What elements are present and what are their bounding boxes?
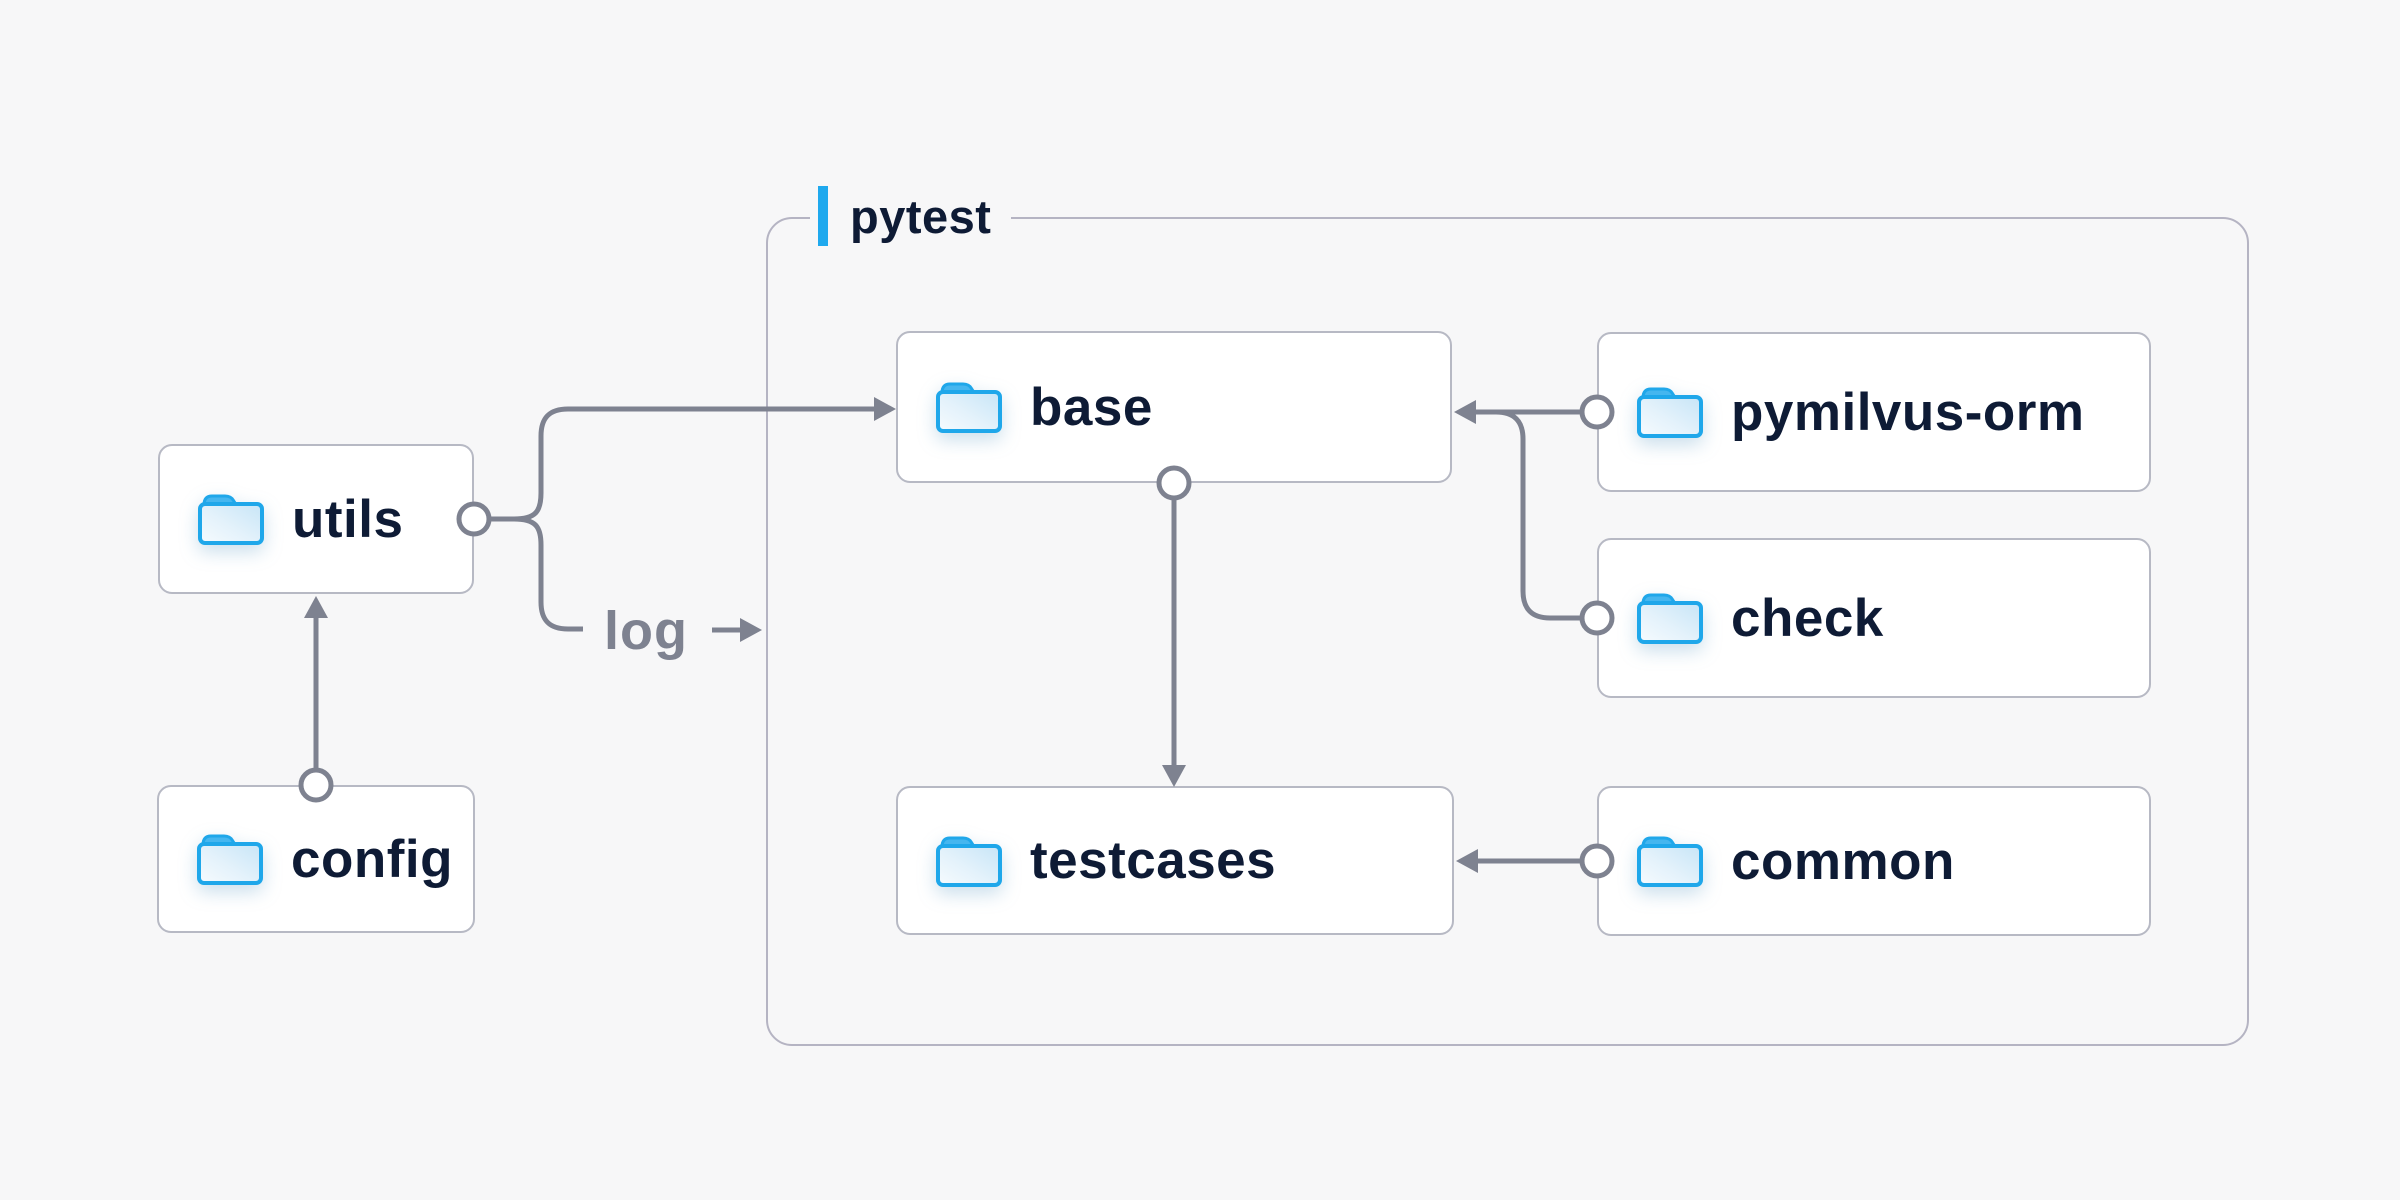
node-label: testcases — [1030, 831, 1277, 890]
folder-icon — [1635, 384, 1705, 440]
folder-icon — [196, 491, 266, 547]
node-check: check — [1597, 538, 2151, 698]
node-testcases: testcases — [896, 786, 1454, 935]
node-label: base — [1030, 377, 1153, 437]
node-config: config — [157, 785, 475, 933]
accent-bar — [818, 186, 828, 246]
edge-label-log: log — [604, 601, 688, 661]
group-title: pytest — [850, 189, 992, 243]
node-pymilvus-orm: pymilvus-orm — [1597, 332, 2151, 492]
folder-icon — [934, 833, 1004, 889]
folder-icon — [1635, 590, 1705, 646]
pytest-group-label: pytest — [810, 183, 1012, 249]
folder-icon — [934, 379, 1004, 435]
node-common: common — [1597, 786, 2151, 936]
node-label: check — [1731, 588, 1884, 648]
pytest-group-container — [766, 217, 2249, 1046]
node-label: pymilvus-orm — [1731, 382, 2085, 442]
folder-icon — [1635, 833, 1705, 889]
edge-config-utils — [304, 596, 328, 770]
node-base: base — [896, 331, 1452, 483]
node-label: config — [291, 829, 453, 889]
node-utils: utils — [158, 444, 474, 594]
node-label: common — [1731, 831, 1955, 891]
folder-icon — [195, 831, 265, 887]
node-label: utils — [292, 489, 404, 549]
